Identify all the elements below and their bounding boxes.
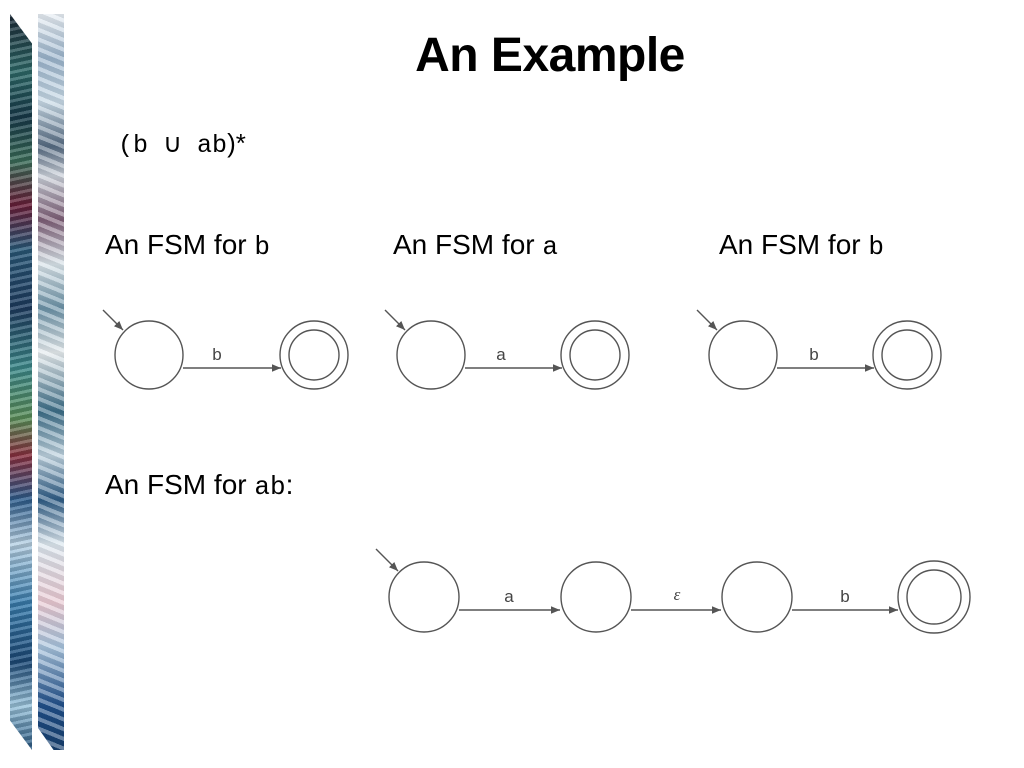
decorative-strip-left — [10, 14, 32, 750]
label-fsm-a: An FSM for a — [393, 229, 558, 262]
start-state — [388, 561, 460, 633]
state-3 — [721, 561, 793, 633]
fsm-ab — [375, 548, 971, 634]
transition-label: b — [840, 587, 849, 606]
regex-rest: ab — [182, 131, 228, 160]
accept-state-outer — [872, 320, 942, 390]
label-fsm-ab: An FSM for ab: — [105, 469, 294, 502]
start-arrow — [696, 309, 718, 331]
transition-label: ε — [674, 585, 681, 604]
fsm-b-second — [696, 309, 942, 390]
accept-state-inner — [288, 329, 340, 381]
regex-open: (b — [118, 131, 164, 160]
accept-state-inner — [881, 329, 933, 381]
start-state — [708, 320, 778, 390]
regex-close: )* — [227, 128, 246, 158]
fsm-a — [384, 309, 630, 390]
regex-expression: (b ∪ ab)* — [118, 128, 246, 160]
accept-state-inner — [906, 569, 962, 625]
transition-label: a — [504, 587, 514, 606]
slide-title: An Example — [415, 29, 685, 82]
transition-label: b — [809, 345, 818, 364]
union-symbol: ∪ — [163, 128, 183, 158]
label-fsm-b-second: An FSM for b — [719, 229, 884, 262]
accept-state-outer — [897, 560, 971, 634]
accept-state-inner — [569, 329, 621, 381]
fsm-b-first — [102, 309, 349, 390]
transition-label: a — [496, 345, 506, 364]
start-arrow — [375, 548, 399, 572]
transition-label: b — [212, 345, 221, 364]
accept-state-outer — [279, 320, 349, 390]
accept-state-outer — [560, 320, 630, 390]
label-fsm-b-first: An FSM for b — [105, 229, 270, 262]
decorative-strip-right — [38, 14, 64, 750]
start-arrow — [102, 309, 124, 331]
state-2 — [560, 561, 632, 633]
start-state — [396, 320, 466, 390]
start-arrow — [384, 309, 406, 331]
start-state — [114, 320, 184, 390]
